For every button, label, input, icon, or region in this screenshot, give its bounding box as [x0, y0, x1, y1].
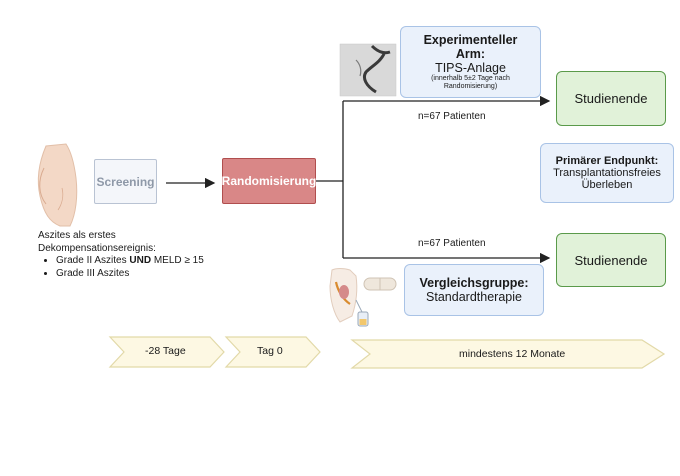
control-arm-box: Vergleichsgruppe: Standardtherapie — [404, 264, 544, 316]
screening-label: Screening — [96, 174, 155, 189]
study-end-box-top: Studienende — [556, 71, 666, 126]
screening-box: Screening — [94, 159, 157, 204]
timeline-arrow-prescreening — [108, 336, 225, 368]
timeline-label-followup: mindestens 12 Monate — [459, 348, 566, 360]
arm-count-bottom: n=67 Patienten — [418, 238, 486, 249]
control-arm-title: Vergleichsgruppe: — [419, 276, 529, 290]
timeline-arrow-day0 — [224, 336, 321, 368]
randomization-label: Randomisierung — [221, 174, 317, 188]
inclusion-line1: Aszites als erstes — [38, 230, 116, 241]
experimental-arm-title-line2: Arm: — [455, 46, 486, 61]
primary-endpoint-line1: Transplantationsfreies — [553, 167, 661, 179]
inclusion-bullet-2: Grade III Aszites — [56, 268, 238, 281]
timeline-label-day0: Tag 0 — [257, 345, 283, 357]
experimental-arm-note-line1: (innerhalb 5±2 Tage nach — [431, 74, 510, 82]
inclusion-line2: Dekompensationsereignis: — [38, 242, 156, 254]
inclusion-bullet-1-and: UND — [129, 255, 152, 266]
primary-endpoint-line2: Überleben — [581, 179, 633, 191]
primary-endpoint-box: Primärer Endpunkt: Transplantationsfreie… — [540, 143, 674, 203]
inclusion-bullet-1-post: MELD ≥ 15 — [151, 255, 204, 266]
experimental-arm-title-line1: Experimenteller — [423, 32, 518, 47]
inclusion-bullet-list: Grade II Aszites UND MELD ≥ 15 Grade III… — [38, 255, 238, 280]
inclusion-criteria: Aszites als erstes Dekompensationsereign… — [38, 230, 238, 280]
study-end-label-bottom: Studienende — [574, 252, 648, 268]
inclusion-bullet-1-pre: Grade II Aszites — [56, 255, 130, 266]
experimental-arm-note-line2: Randomisierung) — [443, 83, 498, 90]
randomization-box: Randomisierung — [222, 158, 316, 204]
primary-endpoint-title: Primärer Endpunkt: — [555, 155, 659, 167]
experimental-arm-box: Experimenteller Arm: TIPS-Anlage (innerh… — [400, 26, 541, 98]
timeline-arrow-followup — [350, 339, 666, 369]
experimental-arm-procedure: TIPS-Anlage — [435, 60, 506, 75]
inclusion-bullet-1: Grade II Aszites UND MELD ≥ 15 — [56, 255, 238, 268]
arm-count-top: n=67 Patienten — [418, 111, 486, 122]
timeline-label-prescreening: -28 Tage — [145, 345, 186, 357]
study-end-label-top: Studienende — [574, 91, 648, 106]
control-arm-procedure: Standardtherapie — [426, 290, 522, 304]
study-end-box-bottom: Studienende — [556, 233, 666, 287]
